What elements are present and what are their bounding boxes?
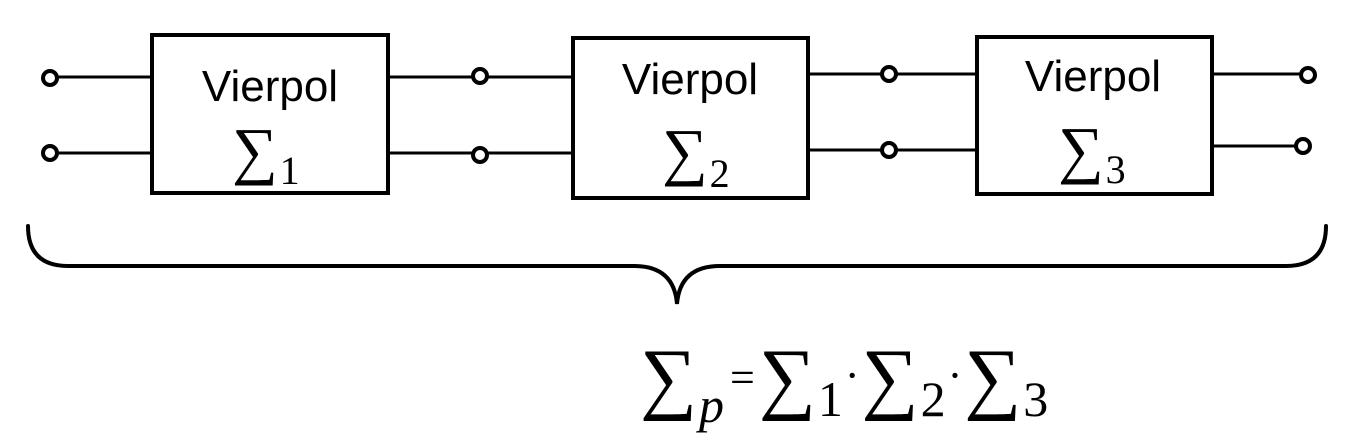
block-2-label: Vierpol bbox=[622, 55, 758, 104]
block-1-sigma: ∑ bbox=[232, 115, 278, 186]
block-2: Vierpol ∑2 bbox=[571, 36, 810, 200]
formula-equals: = bbox=[730, 353, 755, 402]
block-2-frame bbox=[571, 36, 810, 200]
block-1-symbol: ∑1 bbox=[232, 115, 300, 193]
block-3-frame bbox=[975, 35, 1214, 196]
block-1-index: 1 bbox=[280, 148, 300, 193]
block-1-frame bbox=[150, 33, 390, 195]
formula-term-2-index: 2 bbox=[921, 371, 946, 427]
wires bbox=[55, 72, 1305, 155]
block-3-symbol: ∑3 bbox=[1058, 114, 1126, 192]
block-2-sigma: ∑ bbox=[662, 116, 708, 187]
terminal-out-top bbox=[1299, 66, 1317, 84]
formula-term-3-sigma: ∑ bbox=[964, 334, 1021, 422]
formula-term-2-sigma: ∑ bbox=[862, 334, 919, 422]
terminal-in-bottom bbox=[41, 144, 59, 162]
formula-term-1-index: 1 bbox=[818, 371, 843, 427]
block-3-label: Vierpol bbox=[1025, 52, 1161, 101]
terminal-in-top bbox=[41, 69, 59, 87]
terminal-out-bottom bbox=[1294, 137, 1312, 155]
terminal-1-2-top bbox=[471, 67, 489, 85]
block-3-sigma: ∑ bbox=[1058, 114, 1104, 185]
formula-lhs-index: p bbox=[696, 377, 724, 433]
terminal-1-2-bottom bbox=[471, 146, 489, 164]
block-2-symbol: ∑2 bbox=[662, 116, 730, 196]
block-3: Vierpol ∑3 bbox=[975, 35, 1214, 196]
block-1: Vierpol ∑1 bbox=[150, 33, 390, 195]
block-2-index: 2 bbox=[710, 151, 730, 196]
terminal-2-3-bottom bbox=[880, 141, 898, 159]
formula-term-3-index: 3 bbox=[1023, 371, 1048, 427]
grouping-brace bbox=[26, 224, 1328, 305]
terminals bbox=[41, 65, 1317, 164]
block-1-label: Vierpol bbox=[202, 62, 338, 111]
formula: ∑p=∑1·∑2·∑3 bbox=[640, 334, 1048, 433]
terminal-2-3-top bbox=[880, 65, 898, 83]
formula-dot-1: · bbox=[845, 351, 860, 400]
formula-term-1-sigma: ∑ bbox=[759, 334, 816, 422]
formula-dot-2: · bbox=[948, 351, 963, 400]
formula-lhs-sigma: ∑ bbox=[640, 334, 697, 422]
block-3-index: 3 bbox=[1106, 147, 1126, 192]
